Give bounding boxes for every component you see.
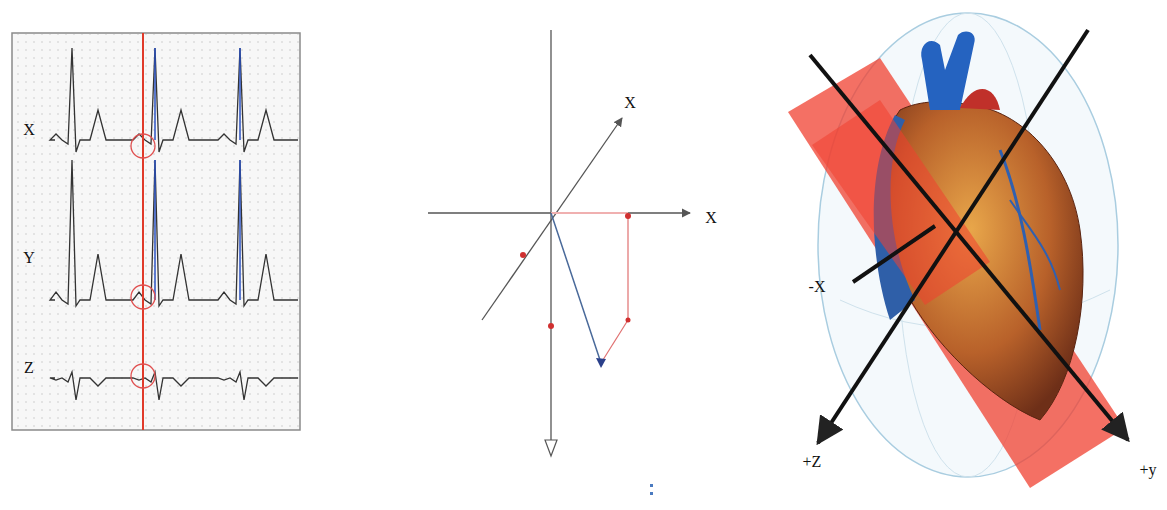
r-wave [154, 48, 156, 140]
axis-label: +y [1139, 462, 1156, 478]
trace-label: X [23, 122, 35, 138]
ecg-trace [50, 48, 298, 152]
axis-label: X [705, 210, 717, 226]
trace-label: Y [23, 250, 35, 266]
axis-label: -X [809, 279, 826, 295]
vector-axes [428, 30, 690, 495]
ecg-trace [50, 160, 298, 306]
ecg-trace [50, 372, 298, 400]
axis-label: X [624, 95, 636, 111]
ecg-panel [12, 33, 300, 430]
heart-illustration [788, 13, 1128, 488]
r-wave [154, 160, 156, 300]
r-wave [239, 48, 241, 140]
trace-label: Z [24, 360, 34, 376]
axis-label: +Z [803, 454, 822, 470]
r-wave [239, 160, 241, 300]
